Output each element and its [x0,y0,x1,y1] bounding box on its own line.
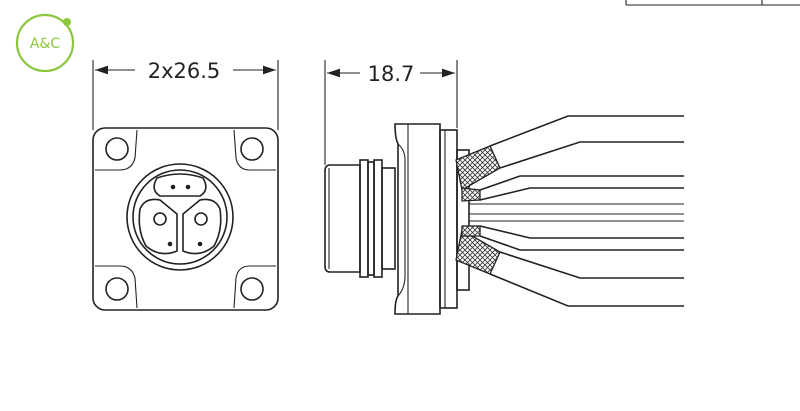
depth-dimension-label: 18.7 [368,62,415,86]
mounting-hole [240,277,264,301]
width-dimension-label: 2x26.5 [148,59,221,83]
front-view: 2x26.5 [92,59,279,311]
mounting-hole [105,277,129,301]
side-view: 18.7 [324,60,684,315]
mounting-hole [105,137,129,161]
title-block-corner [625,0,800,6]
brand-logo: A&C [15,13,75,73]
mounting-hole [240,137,264,161]
logo-text: A&C [30,36,60,52]
